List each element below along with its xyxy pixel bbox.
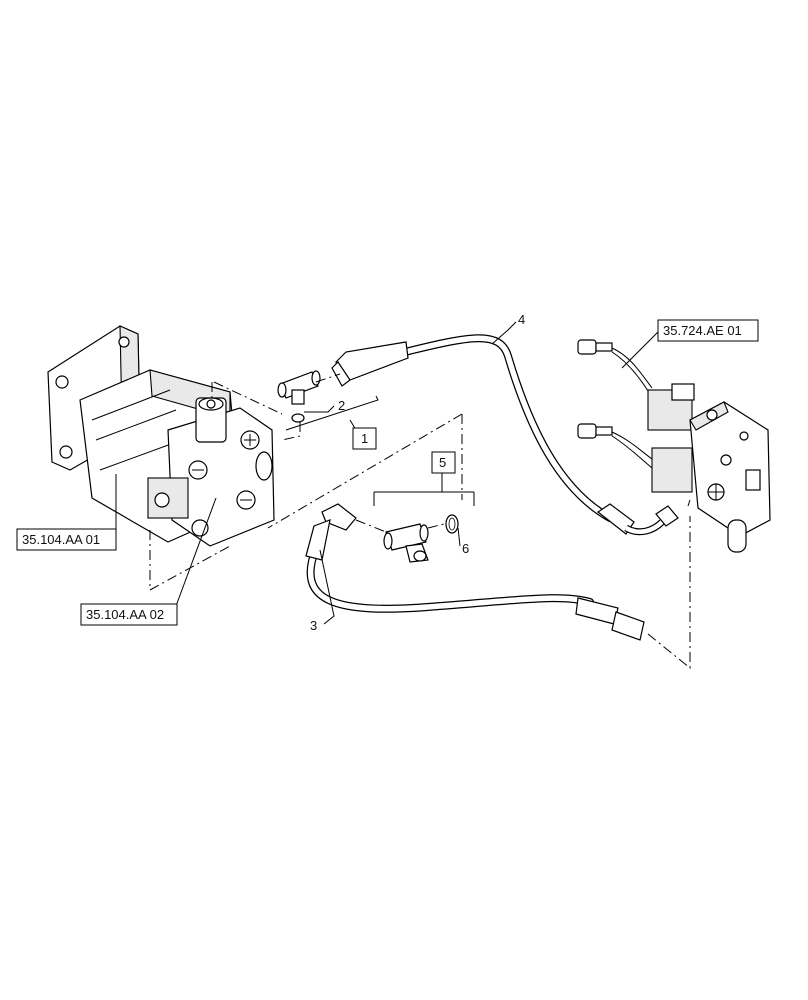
- callout-box-item-5[interactable]: 5: [431, 451, 456, 474]
- callout-box-item-1[interactable]: 1: [352, 427, 377, 450]
- hydraulic-hose-icon[interactable]: [331, 334, 679, 536]
- callout-item-5: 5: [439, 455, 446, 470]
- valve-block-icon[interactable]: [577, 339, 771, 553]
- tee-fitting-icon[interactable]: [383, 523, 429, 563]
- ref-text-pump-body: 35.104.AA 01: [22, 532, 100, 547]
- o-ring-icon[interactable]: [445, 514, 459, 534]
- ref-text-pump-valve: 35.104.AA 02: [86, 607, 164, 622]
- callout-item-4: 4: [518, 312, 525, 327]
- hydraulic-pump-icon[interactable]: [47, 325, 275, 547]
- callout-item-3: 3: [310, 618, 317, 633]
- ref-label-valve-block[interactable]: 35.724.AE 01: [657, 319, 759, 342]
- o-ring-icon[interactable]: [291, 413, 305, 423]
- callout-item-6: 6: [462, 541, 469, 556]
- hydraulic-hose-icon[interactable]: [305, 503, 645, 641]
- ref-label-pump-valve[interactable]: 35.104.AA 02: [80, 603, 178, 626]
- callout-item-1: 1: [361, 431, 368, 446]
- assembly-centerlines: [149, 373, 691, 670]
- tee-fitting-icon[interactable]: [277, 370, 321, 405]
- ref-text-valve-block: 35.724.AE 01: [663, 323, 742, 338]
- callout-item-2: 2: [338, 398, 345, 413]
- ref-label-pump-body[interactable]: 35.104.AA 01: [16, 528, 117, 551]
